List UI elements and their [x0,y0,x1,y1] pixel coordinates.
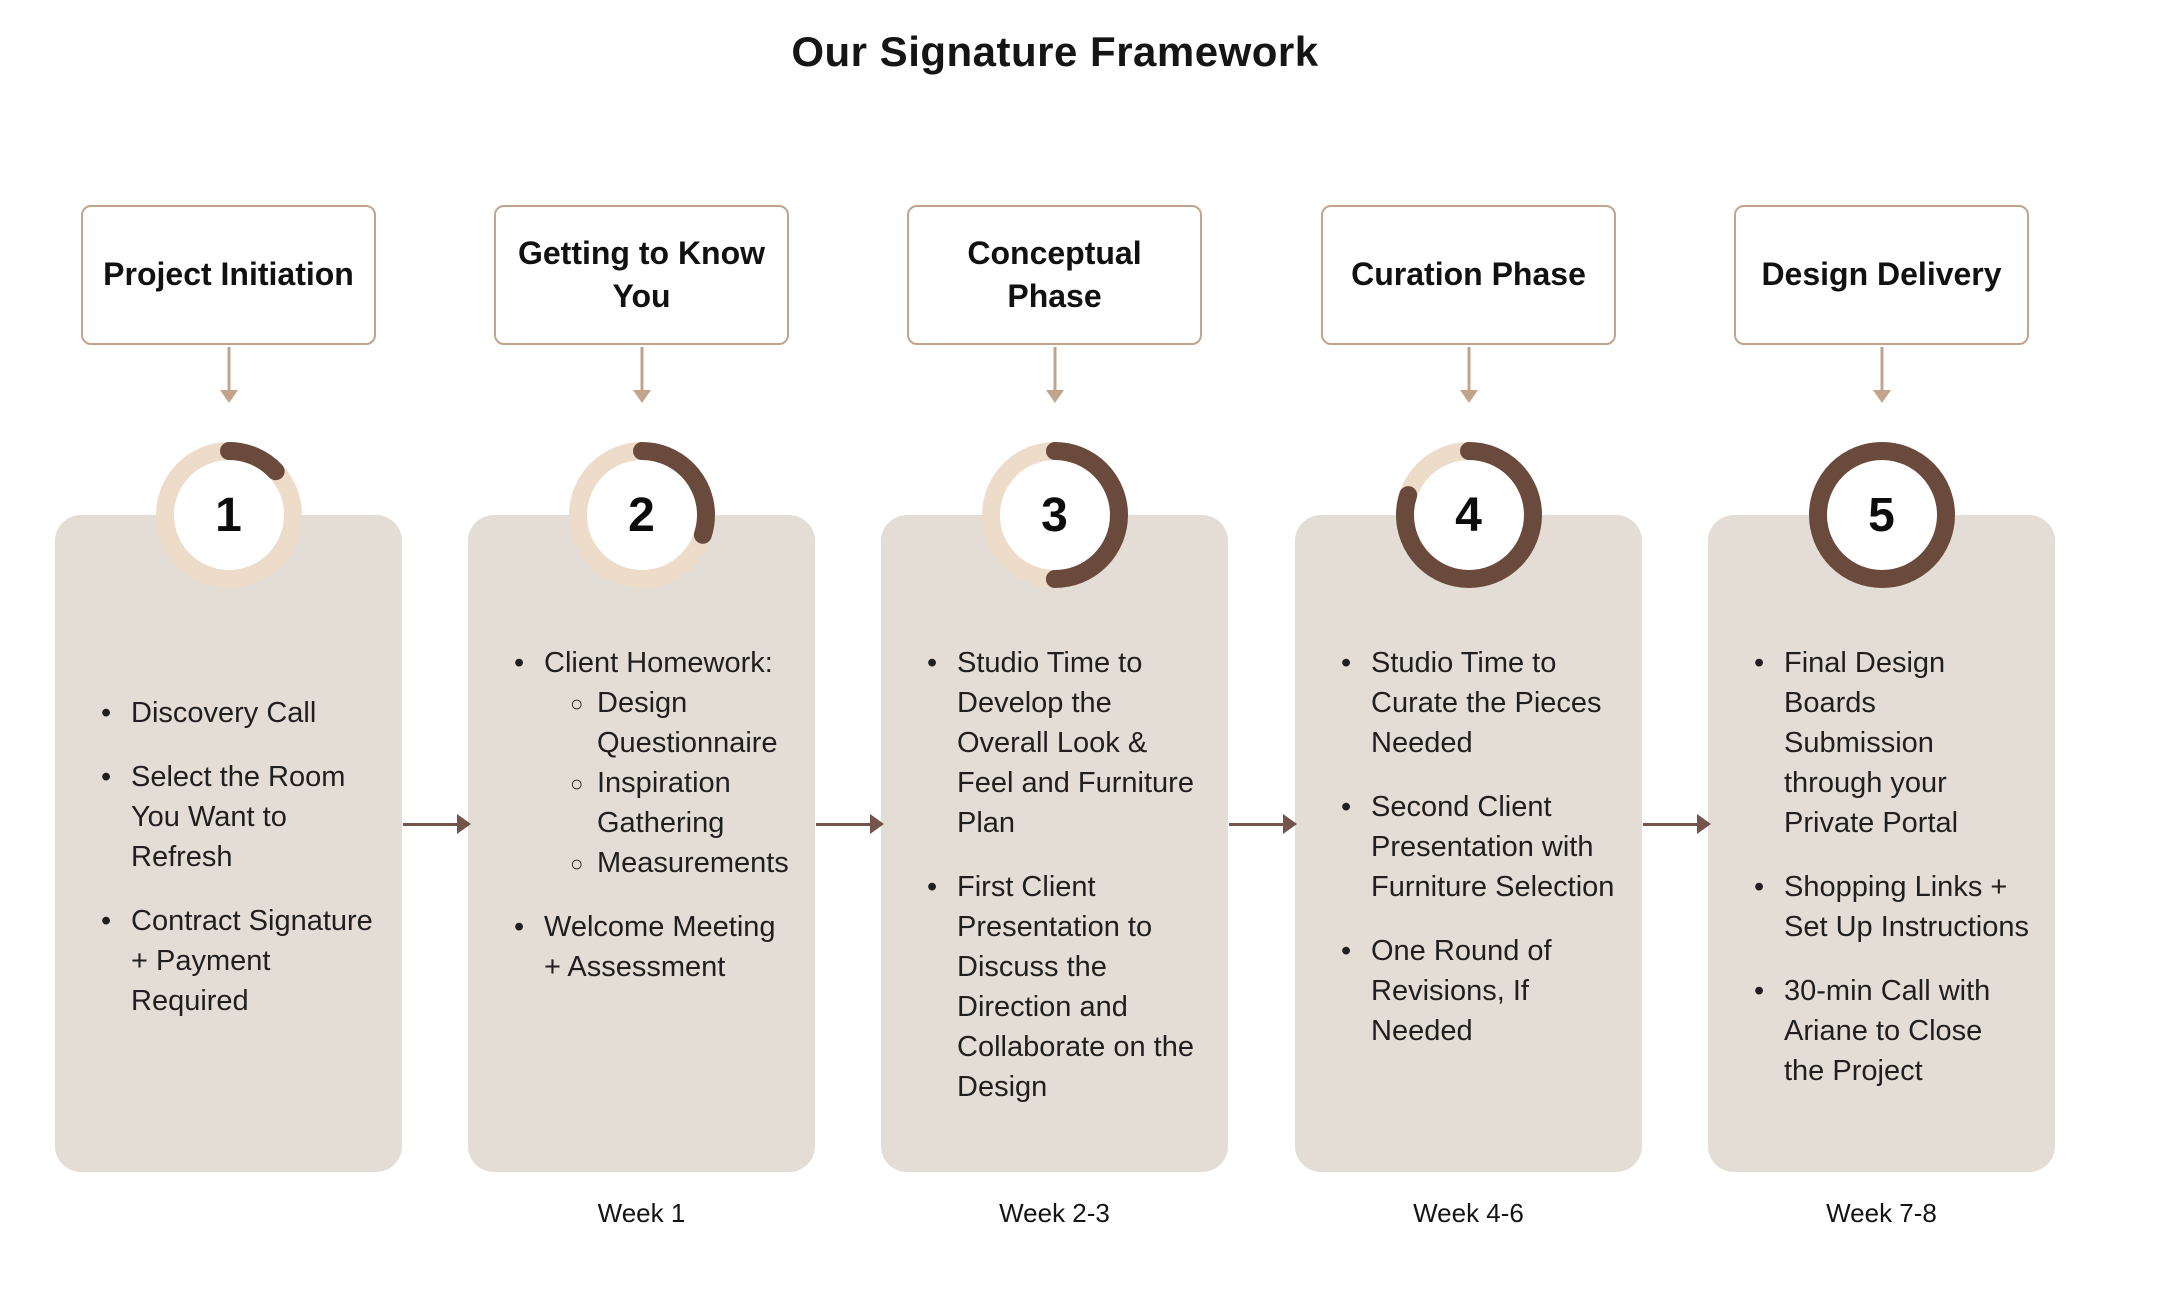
arrow-down-icon [219,347,239,405]
step-item-list: Final Design Boards Submission through y… [1750,643,2029,1115]
step-item: Welcome Meeting + Assessment [510,907,789,987]
step-item: Final Design Boards Submission through y… [1750,643,2029,843]
progress-ring-icon [1808,442,1955,588]
step-card-content: Client Homework:Design QuestionnaireInsp… [468,515,815,1172]
step-number: 4 [1455,488,1482,542]
step-week-label: Week 7-8 [1826,1198,1937,1228]
step-item: One Round of Revisions, If Needed [1337,931,1616,1051]
step-title: Curation Phase [1351,256,1586,293]
step-item-list: Client Homework:Design QuestionnaireInsp… [510,643,789,1011]
step-title: Design Delivery [1761,256,2002,293]
step-card-content: Discovery CallSelect the Room You Want t… [55,515,402,1172]
step-subitem: Inspiration Gathering [570,763,789,843]
progress-ring-arc [1808,442,1955,588]
step-number: 2 [628,488,655,542]
step-progress-ring: 4 [1389,435,1549,595]
step-item: Studio Time to Curate the Pieces Needed [1337,643,1616,763]
progress-ring-arc [568,442,715,588]
step-week-label: Week 1 [597,1198,686,1228]
step-card-content: Studio Time to Curate the Pieces NeededS… [1295,515,1642,1172]
step-number: 1 [215,488,242,542]
step-item: Shopping Links + Set Up Instructions [1750,867,2029,947]
flow-arrow-right-icon [1229,812,1297,836]
flow-arrow-right-icon [816,812,884,836]
step-title: Getting to Know You [517,234,766,314]
flow-arrow-right-icon [403,812,471,836]
step-subitem: Measurements [570,843,789,884]
step-item: Second Client Presentation with Furnitur… [1337,787,1616,907]
progress-ring-icon [155,442,302,588]
step-card-content: Final Design Boards Submission through y… [1708,515,2055,1172]
step-week-label: Week 4-6 [1413,1198,1524,1228]
step-title-box: Design Delivery [1734,205,2029,345]
progress-ring-icon [981,442,1128,588]
step-number: 5 [1868,488,1895,542]
step-number: 3 [1041,488,1068,542]
arrow-down-icon [1872,347,1892,405]
step-item: Select the Room You Want to Refresh [97,757,376,877]
flow-arrow-right-icon [1643,812,1711,836]
step-item: First Client Presentation to Discuss the… [923,867,1202,1107]
step-subitem-list: Design QuestionnaireInspiration Gatherin… [570,683,789,884]
framework-step-column: Project Initiation 1 Discovery CallSelec… [55,0,402,1304]
step-title: Project Initiation [103,256,354,293]
step-progress-ring: 3 [975,435,1135,595]
step-progress-ring: 5 [1802,435,1962,595]
step-title-box: Getting to Know You [494,205,789,345]
page-title: Our Signature Framework [791,28,1319,75]
framework-step-column: Design Delivery 5 Final Design Boards Su… [1708,0,2055,1304]
step-item: 30-min Call with Ariane to Close the Pro… [1750,971,2029,1091]
step-subitem: Design Questionnaire [570,683,789,763]
step-title-box: Conceptual Phase [907,205,1202,345]
step-week-label: Week 2-3 [999,1198,1110,1228]
step-title-box: Curation Phase [1321,205,1616,345]
step-title-box: Project Initiation [81,205,376,345]
step-item: Discovery Call [97,693,376,733]
progress-ring-arc [1395,442,1542,588]
progress-ring-arc [155,442,302,588]
step-item-list: Discovery CallSelect the Room You Want t… [97,693,376,1045]
step-item-list: Studio Time to Develop the Overall Look … [923,643,1202,1131]
framework-step-column: Curation Phase 4 Studio Time to Curate t… [1295,0,1642,1304]
step-card-content: Studio Time to Develop the Overall Look … [881,515,1228,1172]
framework-step-column: Conceptual Phase 3 Studio Time to Develo… [881,0,1228,1304]
arrow-down-icon [1459,347,1479,405]
step-progress-ring: 1 [149,435,309,595]
step-title: Conceptual Phase [967,234,1142,314]
progress-ring-icon [1395,442,1542,588]
step-item: Client Homework:Design QuestionnaireInsp… [510,643,789,884]
progress-ring-icon [568,442,715,588]
framework-step-column: Getting to Know You 2 Client Homework:De… [468,0,815,1304]
step-progress-ring: 2 [562,435,722,595]
step-item: Contract Signature + Payment Required [97,901,376,1021]
step-item: Studio Time to Develop the Overall Look … [923,643,1202,843]
step-item-list: Studio Time to Curate the Pieces NeededS… [1337,643,1616,1075]
arrow-down-icon [632,347,652,405]
progress-ring-arc [981,442,1128,588]
arrow-down-icon [1045,347,1065,405]
